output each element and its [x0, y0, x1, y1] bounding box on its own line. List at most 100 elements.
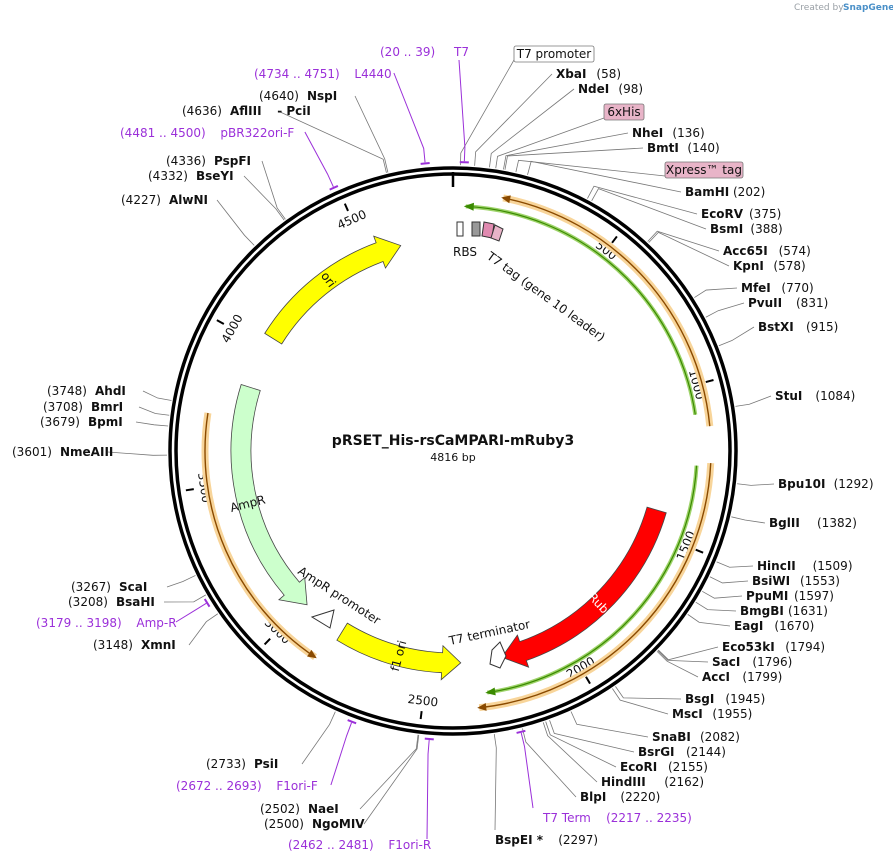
enzyme-snabi[interactable]: SnaBI(2082): [652, 730, 740, 744]
enzyme-blpi[interactable]: BlpI(2220): [580, 790, 660, 804]
enzyme-msci[interactable]: MscI(1955): [672, 707, 752, 721]
enzyme-bsahi[interactable]: (3208)BsaHI: [68, 595, 155, 609]
enzyme-pspfi[interactable]: (4336)PspFI: [166, 154, 251, 168]
enzyme-bseyi[interactable]: (4332)BseYI: [148, 169, 234, 183]
enzyme-pos-bsrgi: (2144): [686, 745, 726, 759]
primer-amp-r[interactable]: (3179 .. 3198)Amp-R: [36, 598, 211, 630]
enzyme-bamhi[interactable]: BamHI(202): [685, 185, 765, 199]
enzyme-naei[interactable]: (2502)NaeI: [260, 802, 339, 816]
t7-tag-box[interactable]: [471, 221, 481, 237]
primer-l4440[interactable]: (4734 .. 4751)L4440: [254, 67, 430, 165]
enzyme-pos-ecori: (2155): [668, 760, 708, 774]
enzyme-name-psii: PsiI: [254, 757, 278, 771]
enzyme-pos-ngomiv: (2500): [264, 817, 304, 831]
enzyme-pos-bsahi: (3208): [68, 595, 108, 609]
primer-t7-term[interactable]: T7 Term(2217 .. 2235): [516, 729, 692, 825]
orf-right-line: [479, 463, 712, 709]
enzyme-pvuii[interactable]: PvuII(831): [748, 296, 828, 310]
enzyme-xmni[interactable]: (3148)XmnI: [93, 638, 176, 652]
enzyme-hincii[interactable]: HincII(1509): [757, 559, 853, 573]
enzyme-nspi[interactable]: (4640)NspI: [259, 89, 337, 103]
enzyme-eagi[interactable]: EagI(1670): [734, 619, 814, 633]
boxed-label-t7-promoter[interactable]: T7 promoter: [513, 45, 595, 63]
enzyme-pos-eagi: (1670): [774, 619, 814, 633]
enzyme-alwni[interactable]: (4227)AlwNI: [121, 193, 208, 207]
enzyme-leader-acc65i: [647, 230, 720, 252]
boxed-label-xpress-tag[interactable]: Xpress™ tag: [664, 161, 744, 179]
enzyme-hindiii[interactable]: HindIII(2162): [601, 775, 704, 789]
enzyme-ngomiv[interactable]: (2500)NgoMIV: [264, 817, 365, 831]
enzyme-scai[interactable]: (3267)ScaI: [71, 580, 147, 594]
boxed-label-text-xpress-tag: Xpress™ tag: [666, 163, 742, 177]
enzyme-name-ecori: EcoRI: [620, 760, 657, 774]
enzyme-bpu10i[interactable]: Bpu10I(1292): [778, 477, 874, 491]
enzyme-psii[interactable]: (2733)PsiI: [206, 757, 278, 771]
enzyme-bsiwi[interactable]: BsiWI(1553): [752, 574, 840, 588]
enzyme-acci[interactable]: AccI(1799): [702, 670, 782, 684]
enzyme-leader-ngomiv: [363, 734, 420, 825]
enzyme-name-bmri: BmrI: [91, 400, 123, 414]
enzyme-pos-bspei: (2297): [558, 833, 598, 847]
enzyme-mfei[interactable]: MfeI(770): [741, 281, 814, 295]
feature-f1-ori[interactable]: [336, 622, 462, 681]
enzyme-bspei[interactable]: BspEI * (2297): [495, 833, 598, 847]
primer-name-f1ori-f: F1ori-F: [276, 779, 317, 793]
enzyme-afliii[interactable]: (4636)AflIII - PciI: [182, 104, 311, 118]
enzyme-leader-msci: [612, 688, 669, 715]
enzyme-ndei[interactable]: NdeI(98): [578, 82, 643, 96]
green-orf-right-arrowhead: [485, 687, 496, 696]
enzyme-stui[interactable]: StuI(1084): [775, 389, 855, 403]
enzyme-ahdi[interactable]: (3748)AhdI: [47, 384, 126, 398]
primer-pbr322ori-f[interactable]: (4481 .. 4500)pBR322ori-F: [120, 126, 339, 191]
boxed-label-6xhis[interactable]: 6xHis: [603, 103, 645, 121]
enzyme-leader-bmgbi: [695, 601, 737, 612]
enzyme-bstxi[interactable]: BstXI(915): [758, 320, 838, 334]
primer-range-f1ori-r: (2462 .. 2481): [288, 838, 374, 852]
enzyme-bpmi[interactable]: (3679)BpmI: [40, 415, 123, 429]
enzyme-nhei[interactable]: NheI(136): [632, 126, 705, 140]
enzyme-bsgi[interactable]: BsgI(1945): [685, 692, 765, 706]
enzyme-bsmi[interactable]: BsmI(388): [710, 222, 783, 236]
enzyme-nmeaiii[interactable]: (3601)NmeAIII: [12, 445, 113, 459]
plasmid-length: 4816 bp: [430, 451, 475, 464]
enzyme-name-nmeaiii: NmeAIII: [60, 445, 113, 459]
enzyme-leader-bamhi: [527, 160, 682, 193]
enzyme-name-bsiwi: BsiWI: [752, 574, 790, 588]
rbs-box[interactable]: [456, 221, 464, 237]
feature-ampr[interactable]: [230, 384, 308, 606]
enzyme-bmti[interactable]: BmtI(140): [647, 141, 720, 155]
enzyme-kpni[interactable]: KpnI(578): [733, 259, 806, 273]
green-orf-top-arrowhead: [463, 202, 474, 211]
primer-f1ori-r[interactable]: (2462 .. 2481)F1ori-R: [288, 737, 434, 852]
tick-2500: [419, 710, 423, 720]
enzyme-ecori[interactable]: EcoRI (2155): [620, 760, 708, 774]
enzyme-bmri[interactable]: (3708)BmrI: [43, 400, 123, 414]
enzyme-bglii[interactable]: BglII(1382): [769, 516, 857, 530]
primer-t7[interactable]: (20 .. 39)T7: [380, 45, 469, 164]
boxed-label-bg-t7-promoter: [513, 45, 595, 63]
enzyme-leader-eagi: [687, 614, 731, 627]
enzyme-xbai[interactable]: XbaI(58): [556, 67, 621, 81]
enzyme-pos-msci: (1955): [712, 707, 752, 721]
enzyme-pos-bpmi: (3679): [40, 415, 80, 429]
enzyme-leader-xbai: [474, 73, 553, 166]
enzyme-name-bspei: BspEI *: [495, 833, 544, 847]
feature-ori[interactable]: [264, 235, 402, 345]
ampr-promoter-marker[interactable]: [310, 609, 335, 629]
tick-4500: [343, 203, 349, 212]
enzyme-pos-nspi: (4640): [259, 89, 299, 103]
enzyme-bsrgi[interactable]: BsrGI(2144): [638, 745, 726, 759]
enzyme-ecorv[interactable]: EcoRV(375): [701, 207, 781, 221]
enzyme-bmgbi[interactable]: BmgBI(1631): [740, 604, 828, 618]
enzyme-acc65i[interactable]: Acc65I(574): [723, 244, 811, 258]
enzyme-saci[interactable]: SacI(1796): [712, 655, 792, 669]
enzyme-eco53ki[interactable]: Eco53kI(1794): [722, 640, 825, 654]
t7-terminator-marker[interactable]: [489, 641, 507, 669]
xpress-tag-box[interactable]: [490, 224, 504, 242]
primer-f1ori-f[interactable]: (2672 .. 2693)F1ori-F: [176, 719, 357, 793]
enzyme-ppumi[interactable]: PpuMI(1597): [746, 589, 834, 603]
enzyme-leader-saci: [657, 650, 709, 663]
enzyme-pos-eco53ki: (1794): [785, 640, 825, 654]
orf-right-arrowhead: [477, 702, 487, 711]
primer-name-amp-r: Amp-R: [136, 616, 176, 630]
